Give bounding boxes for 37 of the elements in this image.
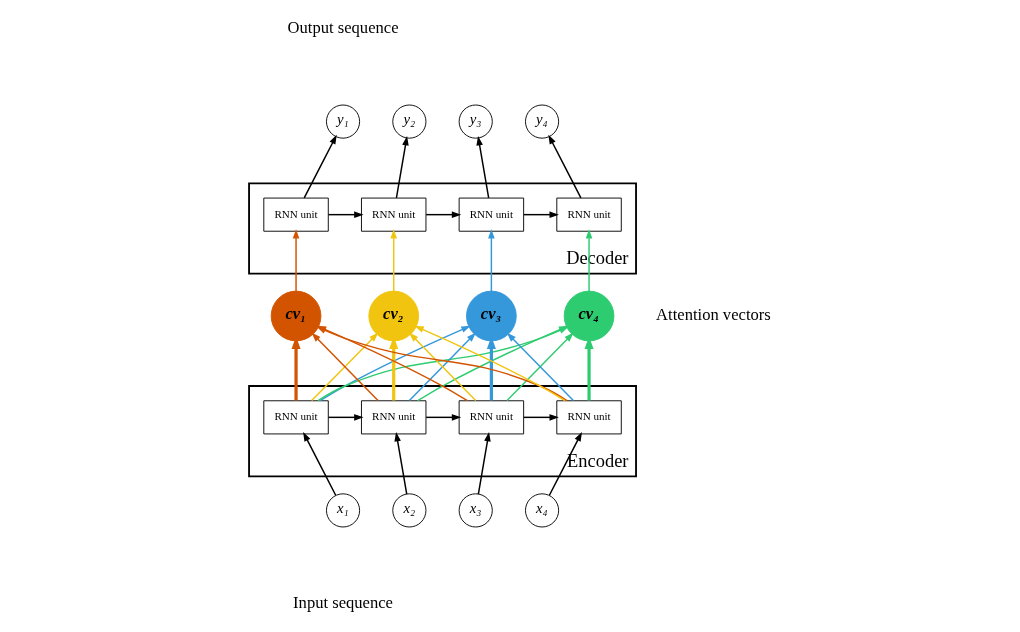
node-circle: y₄ bbox=[524, 104, 559, 139]
arrow bbox=[548, 432, 582, 496]
arrow bbox=[408, 332, 476, 402]
arrow bbox=[547, 134, 582, 199]
node-box: RNN unit bbox=[262, 400, 329, 435]
label: Output sequence bbox=[287, 17, 399, 37]
arrow bbox=[393, 431, 407, 495]
node-circle: y₁ bbox=[325, 104, 360, 139]
arrow bbox=[487, 229, 495, 292]
arrow bbox=[424, 211, 461, 218]
arrow bbox=[522, 211, 559, 218]
node-circle: x₁ bbox=[325, 493, 360, 528]
node-circle: y₃ bbox=[458, 104, 493, 139]
node-circle: x₃ bbox=[458, 493, 493, 528]
node-box: RNN unit bbox=[458, 197, 524, 232]
label: Attention vectors bbox=[655, 305, 771, 325]
arrow bbox=[302, 432, 336, 496]
node-box: RNN unit bbox=[262, 197, 329, 232]
label: Input sequence bbox=[292, 592, 393, 612]
node-box: RNN unit bbox=[555, 400, 622, 435]
node-circle: y₂ bbox=[391, 104, 426, 139]
arrow bbox=[327, 211, 364, 218]
node-box: RNN unit bbox=[458, 400, 524, 435]
arrow bbox=[477, 431, 491, 495]
arrow bbox=[292, 229, 299, 292]
node-box: RNN unit bbox=[360, 400, 426, 435]
arrow bbox=[389, 229, 397, 292]
node-circle: x₂ bbox=[391, 493, 426, 528]
node-box: RNN unit bbox=[360, 197, 426, 232]
arrow bbox=[327, 414, 364, 421]
node-box: RNN unit bbox=[555, 197, 622, 232]
arrow bbox=[522, 414, 559, 421]
arrow bbox=[475, 136, 489, 199]
arrow bbox=[395, 136, 409, 199]
arrow bbox=[303, 134, 337, 199]
node-circle: x₄ bbox=[524, 493, 559, 528]
arrow bbox=[424, 414, 461, 421]
